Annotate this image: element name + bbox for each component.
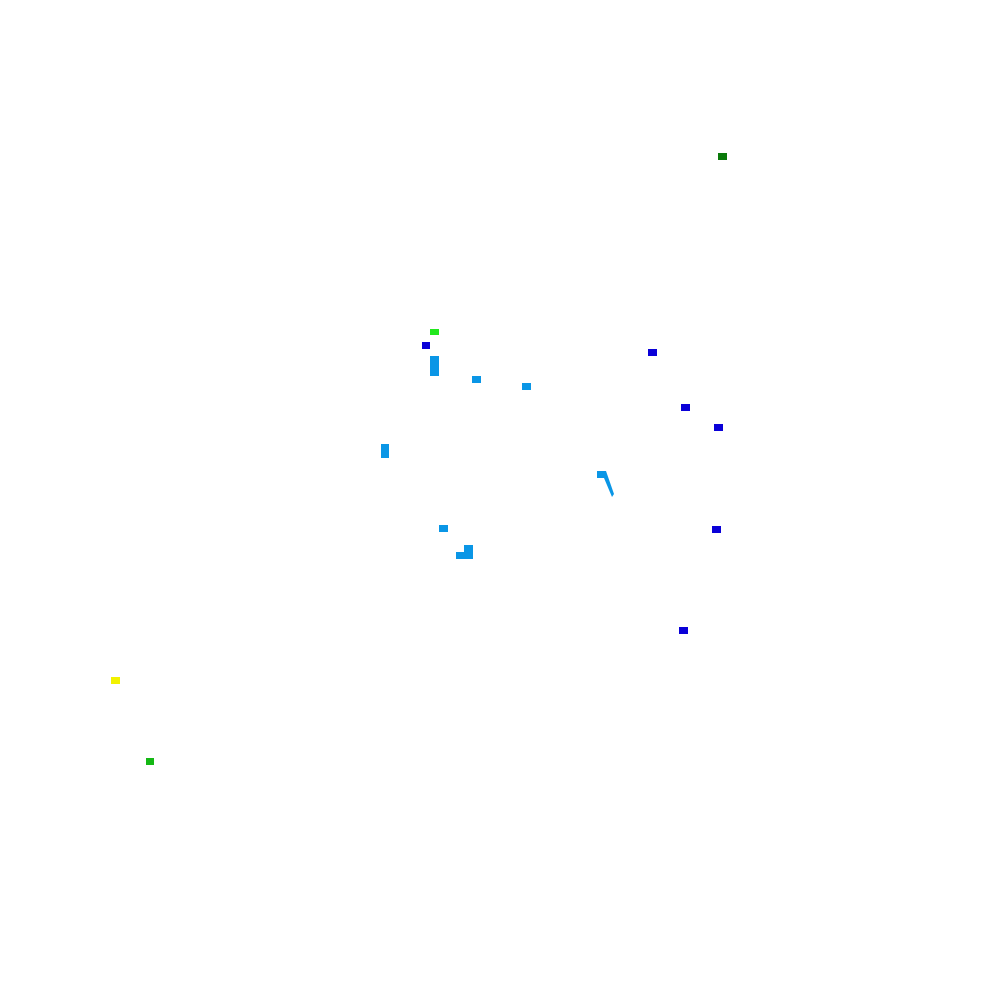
- marker-bright-green: [430, 329, 439, 335]
- marker-dark-green: [718, 153, 727, 160]
- marker-sky-blue: [456, 545, 473, 559]
- marker-sky-blue-hook: [597, 471, 614, 497]
- marker-sky-blue: [522, 383, 531, 390]
- marker-sky-blue: [430, 356, 439, 376]
- marker-sky-blue: [439, 525, 448, 532]
- marker-sky-blue: [381, 444, 389, 458]
- marker-blue: [714, 424, 723, 431]
- marker-blue: [422, 342, 430, 349]
- marker-sky-blue: [472, 376, 481, 383]
- marker-green-small: [146, 758, 154, 765]
- marker-blue: [712, 526, 721, 533]
- marker-yellow: [111, 677, 120, 684]
- marker-blue: [681, 404, 690, 411]
- marker-blue: [648, 349, 657, 356]
- marker-blue: [679, 627, 688, 634]
